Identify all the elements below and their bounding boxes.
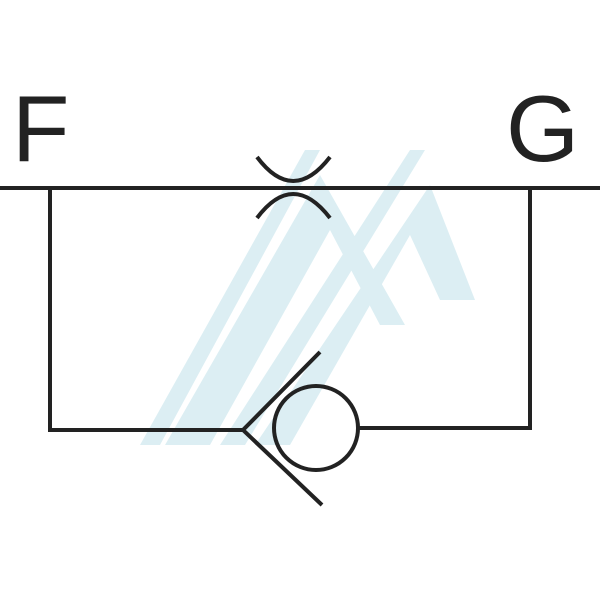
check-valve-seat bbox=[240, 350, 324, 507]
port-label-g: G bbox=[506, 76, 580, 181]
check-valve-ball bbox=[272, 384, 360, 472]
bypass-right bbox=[358, 188, 532, 430]
hydraulic-lines bbox=[0, 155, 600, 507]
throttle-lower-arc bbox=[255, 192, 332, 220]
port-label-f: F bbox=[12, 76, 70, 181]
bypass-left bbox=[48, 188, 243, 432]
throttle-upper-arc bbox=[255, 155, 332, 183]
watermark-logo bbox=[140, 150, 475, 445]
